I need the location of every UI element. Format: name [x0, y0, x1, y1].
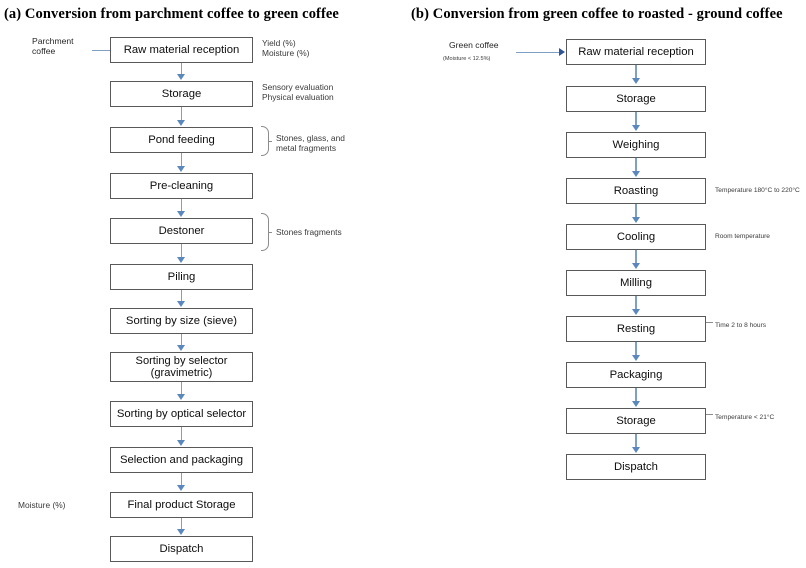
step-box[interactable]: Storage: [566, 408, 706, 434]
step-box[interactable]: Destoner: [110, 218, 253, 244]
step-box[interactable]: Weighing: [566, 132, 706, 158]
connector-arrow: [631, 355, 640, 361]
connector-line: [180, 382, 183, 395]
brace-destoner: [261, 213, 272, 251]
step-box[interactable]: Dispatch: [566, 454, 706, 480]
connector-line: [635, 204, 637, 218]
connector-arrow: [177, 301, 186, 307]
connector-arrow: [177, 120, 186, 126]
connector-line: [180, 427, 183, 441]
connector-arrow: [177, 440, 186, 446]
connector-line: [180, 473, 183, 486]
connector-line: [635, 112, 637, 126]
connector-line: [180, 244, 183, 258]
step-box[interactable]: Piling: [110, 264, 253, 290]
panel-parchment-to-green: (a) Conversion from parchment coffee to …: [4, 6, 345, 562]
connector-arrow: [177, 257, 186, 263]
annotation-tick: [706, 322, 713, 323]
step-box[interactable]: Dispatch: [110, 536, 253, 562]
panel-a-title: (a) Conversion from parchment coffee to …: [4, 6, 339, 22]
step-annotation: Room temperature: [715, 233, 770, 240]
inlet-arrow-line: [92, 49, 114, 51]
connector-line: [180, 63, 183, 75]
connector-line: [635, 388, 637, 402]
connector-line: [180, 518, 183, 530]
connector-arrow: [631, 171, 640, 177]
connector-arrow: [631, 309, 640, 315]
inlet-sublabel-moisture: (Moisture < 12.5%): [443, 56, 491, 62]
connector-line: [180, 107, 183, 121]
connector-line: [635, 65, 637, 79]
connector-arrow: [631, 263, 640, 269]
connector-arrow: [177, 345, 186, 351]
step-box[interactable]: Pond feeding: [110, 127, 253, 153]
panel-green-to-roasted: (b) Conversion from green coffee to roas…: [403, 0, 806, 568]
step-box[interactable]: Selection and packaging: [110, 447, 253, 473]
step-box[interactable]: Sorting by selector (gravimetric): [110, 352, 253, 382]
step-box[interactable]: Sorting by optical selector: [110, 401, 253, 427]
step-box[interactable]: Milling: [566, 270, 706, 296]
connector-line: [180, 153, 183, 167]
step-annotation: Stones fragments: [276, 227, 342, 237]
connector-arrow: [631, 217, 640, 223]
inlet-arrow-line: [516, 51, 562, 53]
connector-arrow: [177, 166, 186, 172]
step-annotation: Temperature 180°C to 220°C: [715, 187, 800, 194]
step-box[interactable]: Raw material reception: [110, 37, 253, 63]
inlet-arrow-head: [559, 48, 565, 56]
connector-arrow: [177, 529, 186, 535]
connector-line: [635, 158, 637, 172]
connector-line: [635, 434, 637, 448]
connector-arrow: [177, 394, 186, 400]
step-annotation: Time 2 to 8 hours: [715, 322, 767, 329]
step-annotation: Yield (%) Moisture (%): [262, 38, 310, 59]
annotation-tick: [706, 414, 713, 415]
connector-line: [180, 199, 183, 212]
connector-line: [180, 290, 183, 302]
connector-arrow: [631, 78, 640, 84]
step-box[interactable]: Storage: [110, 81, 253, 107]
step-box[interactable]: Final product Storage: [110, 492, 253, 518]
connector-line: [635, 342, 637, 356]
step-box[interactable]: Resting: [566, 316, 706, 342]
connector-arrow: [631, 401, 640, 407]
brace-pond-feeding: [261, 126, 272, 156]
connector-line: [180, 334, 183, 346]
step-box[interactable]: Cooling: [566, 224, 706, 250]
panel-b-title: (b) Conversion from green coffee to roas…: [411, 6, 783, 22]
left-annotation-moisture: Moisture (%): [18, 500, 66, 510]
connector-arrow: [177, 485, 186, 491]
connector-arrow: [177, 211, 186, 217]
connector-line: [635, 296, 637, 310]
step-annotation: Temperature < 21°C: [715, 414, 775, 421]
inlet-label-parchment-coffee: Parchment coffee: [32, 36, 74, 57]
step-annotation: Sensory evaluation Physical evaluation: [262, 82, 334, 103]
step-box[interactable]: Raw material reception: [566, 39, 706, 65]
step-box[interactable]: Packaging: [566, 362, 706, 388]
connector-line: [635, 250, 637, 264]
connector-arrow: [631, 447, 640, 453]
step-box[interactable]: Storage: [566, 86, 706, 112]
step-box[interactable]: Roasting: [566, 178, 706, 204]
step-box[interactable]: Pre-cleaning: [110, 173, 253, 199]
connector-arrow: [631, 125, 640, 131]
step-annotation: Stones, glass, and metal fragments: [276, 133, 345, 154]
inlet-label-green-coffee: Green coffee: [449, 40, 499, 50]
step-box[interactable]: Sorting by size (sieve): [110, 308, 253, 334]
connector-arrow: [177, 74, 186, 80]
